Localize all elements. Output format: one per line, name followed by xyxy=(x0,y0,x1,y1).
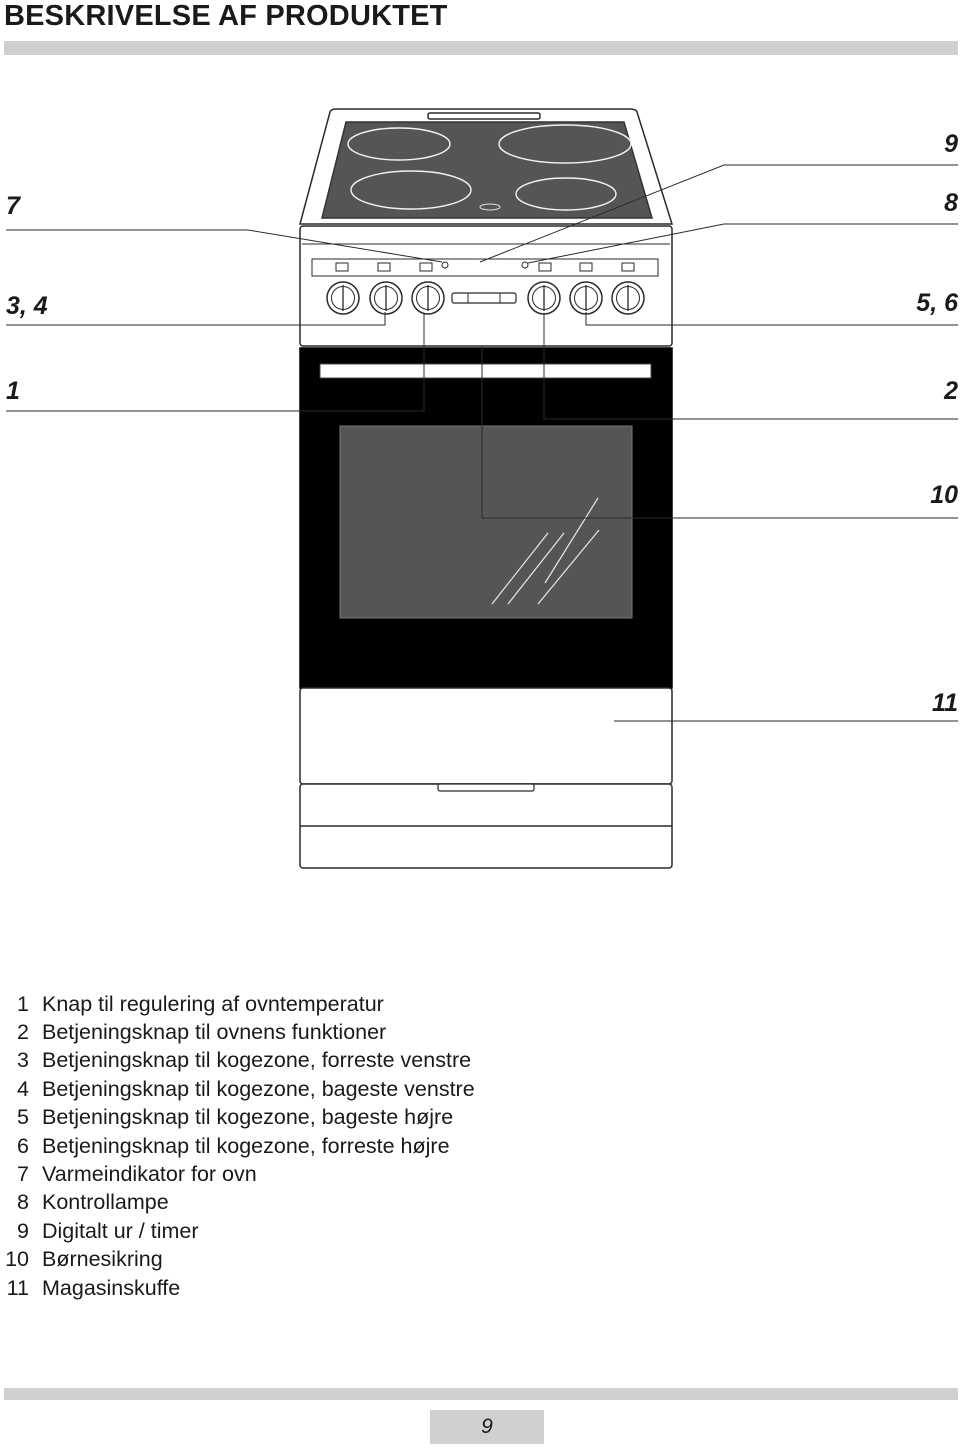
hotplate-front-left xyxy=(350,170,472,210)
legend-item: 11 Magasinskuffe xyxy=(0,1274,700,1302)
symbol-zone-5 xyxy=(579,262,593,272)
control-panel xyxy=(299,225,673,347)
callout-10: 10 xyxy=(930,481,958,509)
legend-item: 8 Kontrollampe xyxy=(0,1189,700,1217)
legend-label: Børnesikring xyxy=(42,1247,163,1272)
callout-7: 7 xyxy=(6,192,21,220)
legend-item: 10 Børnesikring xyxy=(0,1246,700,1274)
leader-56 xyxy=(585,312,958,326)
legend-number: 5 xyxy=(17,1105,29,1130)
header-rule xyxy=(4,41,958,55)
legend-label: Knap til regulering af ovntemperatur xyxy=(42,991,384,1016)
legend-item: 7 Varmeindikator for ovn xyxy=(0,1160,700,1188)
legend-item: 1 Knap til regulering af ovntemperatur xyxy=(0,990,700,1018)
digital-timer-display xyxy=(451,292,517,304)
legend-number: 1 xyxy=(17,991,29,1016)
drawer-handle xyxy=(437,783,535,792)
leader-8 xyxy=(527,223,958,264)
leader-9 xyxy=(479,164,958,263)
legend-number: 6 xyxy=(17,1133,29,1158)
control-knobs xyxy=(326,281,645,315)
symbol-strip xyxy=(311,258,659,277)
legend-number: 11 xyxy=(6,1275,29,1300)
hotplate-rear-right xyxy=(498,124,632,164)
legend-number: 10 xyxy=(5,1247,29,1272)
symbol-zone-1 xyxy=(335,262,349,272)
legend-item: 5 Betjeningsknap til kogezone, bageste hø… xyxy=(0,1104,700,1132)
oven-door-handle xyxy=(319,363,652,379)
legend-label: Betjeningsknap til kogezone, bageste ven… xyxy=(42,1076,475,1101)
legend-number: 7 xyxy=(17,1162,29,1187)
legend-item: 9 Digitalt ur / timer xyxy=(0,1217,700,1245)
callout-1: 1 xyxy=(6,377,20,405)
glass-reflection xyxy=(491,497,600,605)
hotplate-front-right xyxy=(515,177,617,211)
legend-item: 6 Betjeningsknap til kogezone, forreste h… xyxy=(0,1132,700,1160)
legend-label: Betjeningsknap til kogezone, forreste hø… xyxy=(42,1133,450,1158)
legend-item: 4 Betjeningsknap til kogezone, bageste ve… xyxy=(0,1075,700,1103)
callout-8: 8 xyxy=(944,189,958,217)
hotplate-rear-left xyxy=(347,127,451,161)
footer-rule xyxy=(4,1388,958,1400)
page-number: 9 xyxy=(430,1410,544,1444)
cooktop-handle-strip xyxy=(427,112,541,120)
callout-5-6: 5, 6 xyxy=(916,289,959,317)
leader-1 xyxy=(6,313,425,412)
legend-label: Digitalt ur / timer xyxy=(42,1218,199,1243)
legend-number: 3 xyxy=(17,1048,29,1073)
symbol-zone-2 xyxy=(377,262,391,272)
legend-label: Betjeningsknap til ovnens funktioner xyxy=(42,1020,387,1045)
callout-11: 11 xyxy=(932,689,958,717)
legend-number: 9 xyxy=(17,1218,29,1243)
ceramic-glass-top xyxy=(321,121,653,219)
page-title: BESKRIVELSE AF PRODUKTET xyxy=(4,0,448,32)
legend-label: Betjeningsknap til kogezone, forreste ve… xyxy=(42,1048,472,1073)
callout-3-4: 3, 4 xyxy=(6,292,48,320)
oven-window xyxy=(339,425,633,619)
leader-34 xyxy=(6,312,386,326)
stove-diagram: 7 3, 4 1 9 8 5, 6 2 10 11 xyxy=(6,108,959,869)
legend-item: 2 Betjeningsknap til ovnens funktioner xyxy=(0,1018,700,1046)
legend-label: Betjeningsknap til kogezone, bageste høj… xyxy=(42,1105,454,1130)
symbol-temp xyxy=(419,262,433,272)
legend-label: Kontrollampe xyxy=(42,1190,169,1215)
legend-number: 8 xyxy=(17,1190,29,1215)
symbol-function xyxy=(538,262,552,272)
symbol-zone-6 xyxy=(621,262,635,272)
callout-2: 2 xyxy=(943,377,958,405)
hotplate-indicator-symbol xyxy=(479,203,501,211)
leader-2 xyxy=(543,313,958,420)
legend-number: 2 xyxy=(17,1020,29,1045)
control-lamp xyxy=(521,261,529,269)
leader-10 xyxy=(481,346,958,519)
legend-number: 4 xyxy=(17,1076,29,1101)
legend-label: Varmeindikator for ovn xyxy=(42,1162,257,1187)
lower-panel xyxy=(299,687,673,785)
oven-heat-indicator-lamp xyxy=(441,261,449,269)
leader-7 xyxy=(6,229,443,263)
legend-item: 3 Betjeningsknap til kogezone, forreste v… xyxy=(0,1047,700,1075)
legend-label: Magasinskuffe xyxy=(42,1275,181,1300)
callout-9: 9 xyxy=(944,130,958,158)
